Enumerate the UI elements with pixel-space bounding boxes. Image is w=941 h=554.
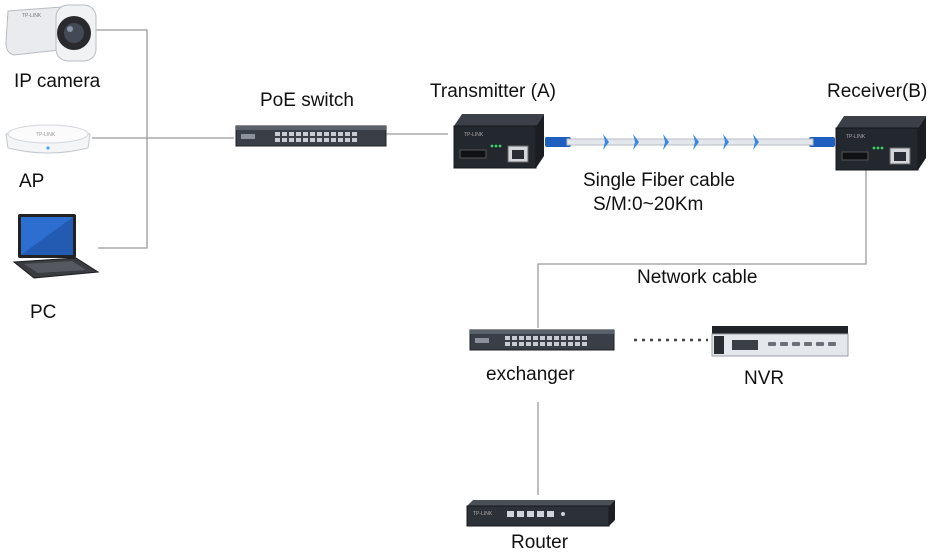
camera-wire	[95, 29, 148, 249]
fiber-distance-label: S/M:0~20Km	[593, 194, 704, 215]
svg-text:TP-LINK: TP-LINK	[464, 132, 484, 138]
svg-text:TP-LINK: TP-LINK	[473, 511, 493, 517]
nvr-label: NVR	[744, 368, 785, 389]
transmitter-label: Transmitter (A)	[430, 81, 556, 102]
laptop-icon	[12, 214, 100, 279]
exchanger-switch-icon	[469, 329, 615, 351]
network-cable-label: Network cable	[637, 267, 758, 288]
router-icon: TP-LINK	[466, 500, 615, 527]
ip-camera-label: IP camera	[14, 71, 101, 92]
ap-label: AP	[19, 171, 45, 192]
single-fiber-cable-icon	[545, 134, 835, 150]
svg-text:TP-LINK: TP-LINK	[846, 134, 866, 140]
transmitter-media-converter-icon: TP-LINK	[453, 114, 544, 169]
access-point-icon: TP-LINK	[5, 124, 91, 154]
ip-camera-icon: TP-LINK	[5, 4, 97, 62]
receiver-media-converter-icon: TP-LINK	[835, 116, 926, 171]
svg-text:TP-LINK: TP-LINK	[36, 132, 56, 138]
exchanger-label: exchanger	[486, 364, 575, 385]
poe-switch-icon	[235, 125, 387, 147]
router-label: Router	[511, 532, 569, 553]
receiver-label: Receiver(B)	[827, 81, 928, 102]
pc-label: PC	[30, 302, 57, 323]
fiber-cable-label: Single Fiber cable	[583, 170, 736, 191]
poe-switch-label: PoE switch	[260, 90, 354, 111]
nvr-icon	[711, 326, 849, 357]
svg-text:TP-LINK: TP-LINK	[22, 13, 42, 19]
receiver-to-exchanger-wire	[537, 168, 867, 328]
